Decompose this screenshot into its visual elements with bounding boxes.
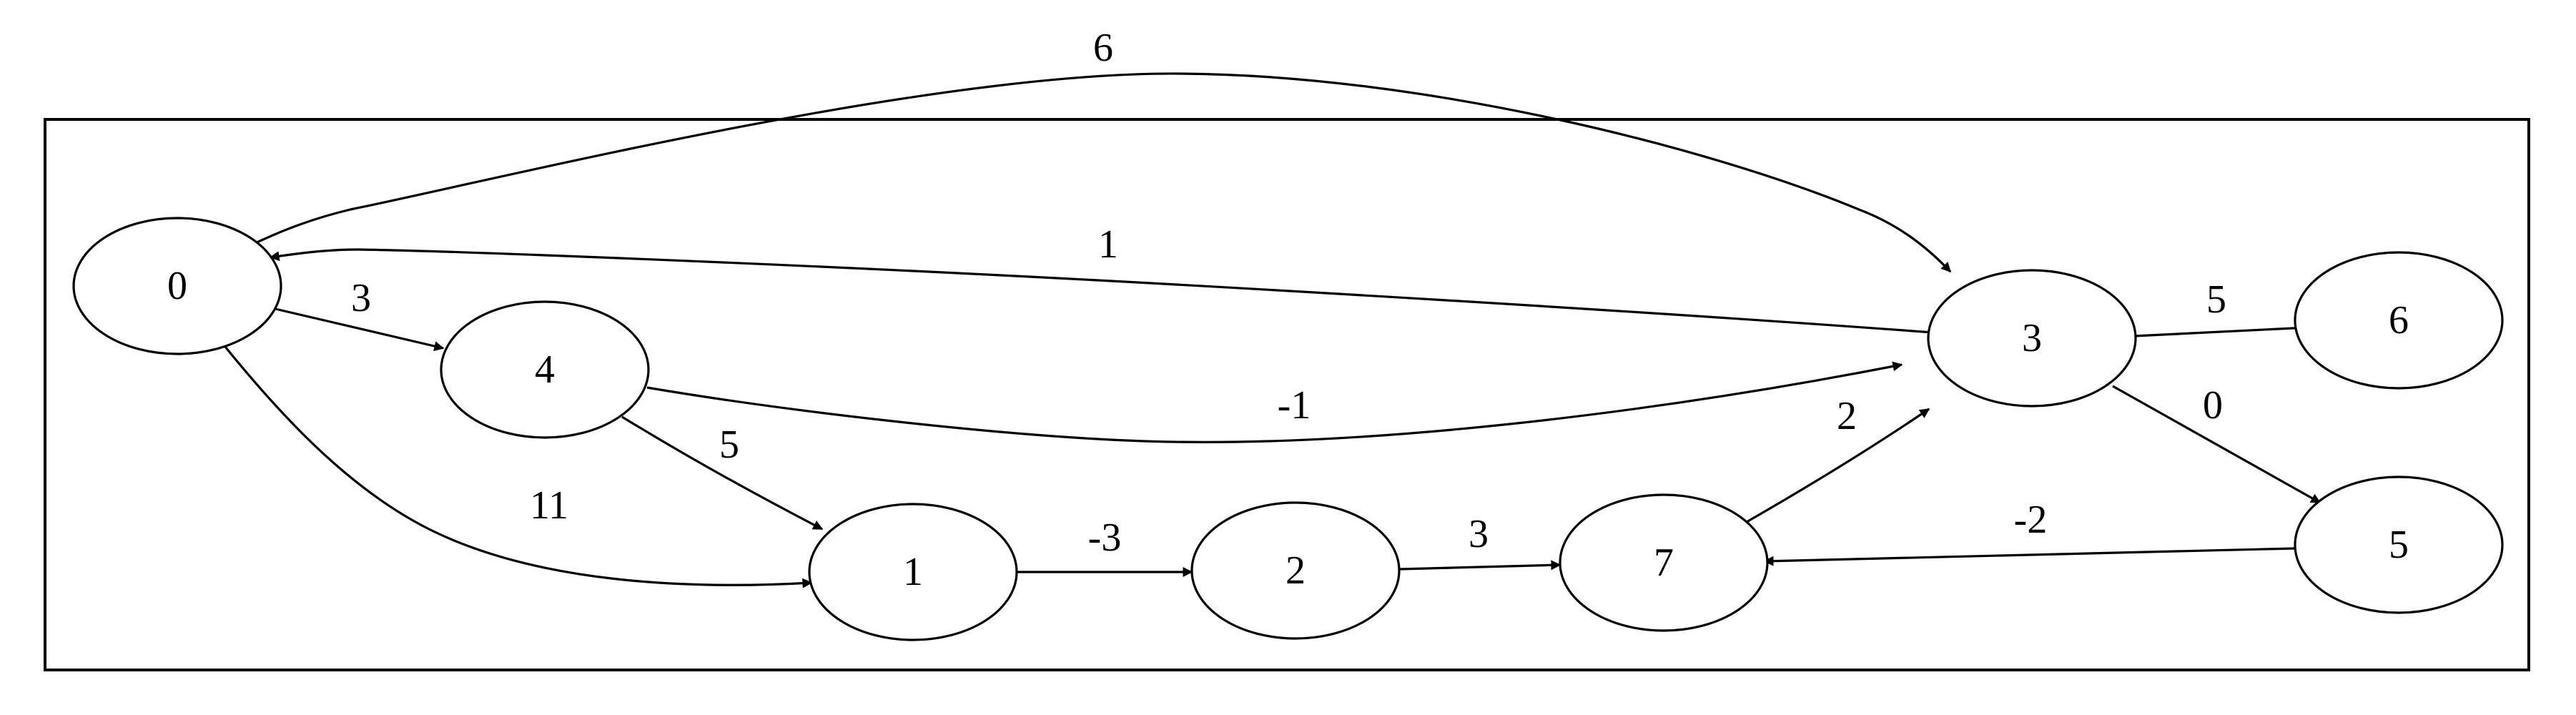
edge-label-3-6: 5 xyxy=(2206,277,2226,322)
edge-label-5-7: -2 xyxy=(2014,498,2048,542)
node-label-3: 3 xyxy=(2022,316,2042,360)
edge-0-to-3: 6 xyxy=(255,26,1952,273)
edge-label-4-3: -1 xyxy=(1278,383,1311,428)
edge-0-to-1: 11 xyxy=(224,345,813,588)
edge-label-3-0: 1 xyxy=(1098,222,1118,267)
edge-2-to-7: 3 xyxy=(1399,512,1561,571)
edge-7-to-3: 2 xyxy=(1746,394,1930,523)
edge-label-7-3: 2 xyxy=(1837,394,1857,438)
edge-label-4-1: 5 xyxy=(719,423,739,467)
node-4: 4 xyxy=(440,300,650,439)
edge-label-0-4: 3 xyxy=(351,276,371,320)
node-5: 5 xyxy=(2294,475,2504,614)
edge-4-to-1: 5 xyxy=(621,415,824,531)
edge-4-to-3: -1 xyxy=(646,361,1903,443)
node-2: 2 xyxy=(1190,501,1401,640)
edge-label-2-7: 3 xyxy=(1469,512,1489,556)
edge-label-1-2: -3 xyxy=(1088,516,1122,560)
node-6: 6 xyxy=(2294,251,2504,390)
node-label-7: 7 xyxy=(1654,541,1674,585)
node-3: 3 xyxy=(1927,269,2137,408)
node-1: 1 xyxy=(808,503,1018,641)
node-label-6: 6 xyxy=(2389,298,2409,342)
edge-0-to-4: 3 xyxy=(275,276,445,351)
edge-label-0-3: 6 xyxy=(1093,26,1113,70)
cluster-boundary xyxy=(44,118,2530,671)
node-label-4: 4 xyxy=(535,347,555,392)
node-0: 0 xyxy=(72,217,282,355)
edge-5-to-7: -2 xyxy=(1763,498,2296,566)
edge-label-3-5: 0 xyxy=(2203,383,2223,428)
edge-1-to-2: -3 xyxy=(1015,516,1193,577)
node-label-0: 0 xyxy=(167,264,187,308)
edge-3-to-0: 1 xyxy=(269,222,1933,334)
edge-label-0-1: 11 xyxy=(530,483,568,528)
node-label-1: 1 xyxy=(903,550,923,594)
node-label-2: 2 xyxy=(1285,548,1306,593)
node-label-5: 5 xyxy=(2389,523,2409,567)
node-7: 7 xyxy=(1559,493,1769,632)
edge-3-to-5: 0 xyxy=(2112,383,2321,504)
edge-3-to-6: 5 xyxy=(2133,277,2309,337)
